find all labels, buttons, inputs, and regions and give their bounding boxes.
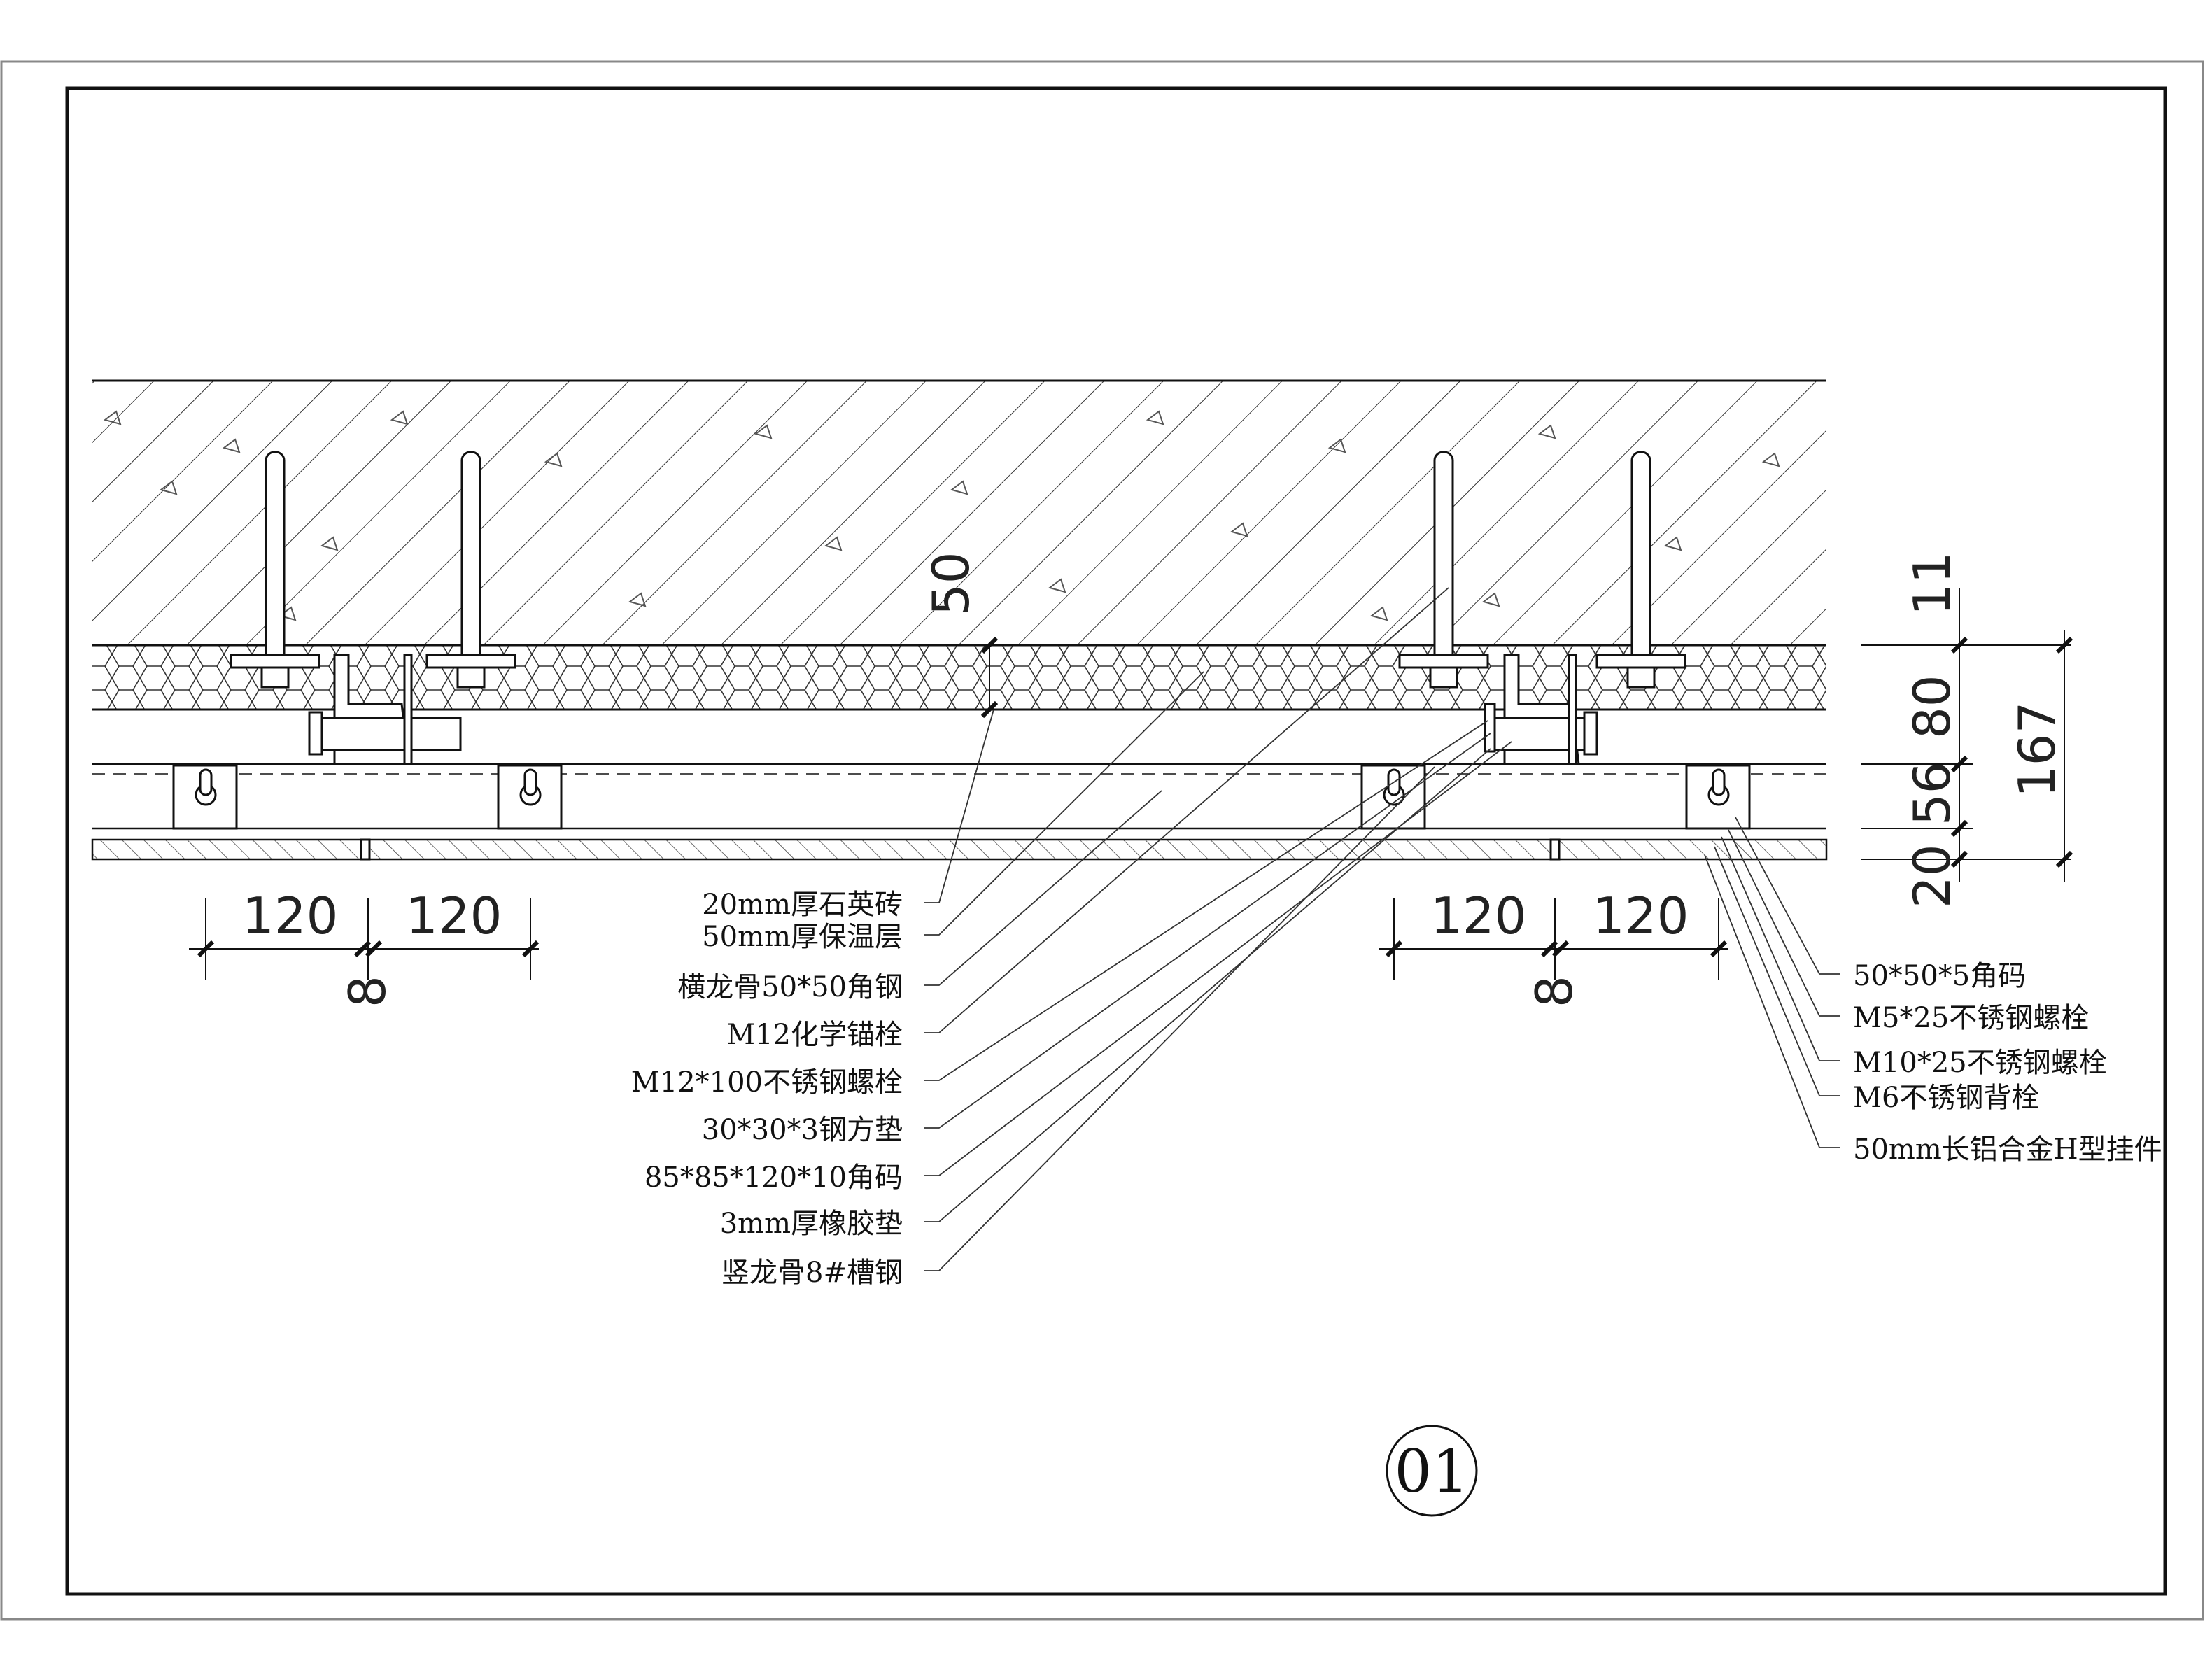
left-leaders [924,587,1512,1271]
label-steel-washer: 30*30*3钢方垫 [702,1114,903,1146]
dim-left-2: 120 [406,887,502,945]
vertical-dimension-chain [1861,588,2073,882]
dim-right-2: 120 [1593,887,1689,945]
dim-marker-left: 8 [338,975,397,1008]
detail-number: 01 [1395,1437,1470,1506]
right-leaders [1704,817,1840,1148]
label-m6-back-bolt: M6不锈钢背栓 [1853,1082,2039,1114]
dim-right-1: 120 [1430,887,1526,945]
dim-marker-right: 8 [1525,975,1584,1008]
label-chemical-anchor: M12化学锚栓 [726,1019,903,1051]
dim-left-1: 120 [242,887,338,945]
label-rubber-pad: 3mm厚橡胶垫 [720,1208,903,1240]
dim-20: 20 [1903,844,1961,908]
quartz-tile-layer [91,838,1828,861]
dim-11: 11 [1903,551,1961,616]
label-m5-bolt: M5*25不锈钢螺栓 [1853,1002,2089,1034]
label-small-angle: 50*50*5角码 [1853,960,2026,992]
label-m12-bolt: M12*100不锈钢螺栓 [631,1066,903,1099]
detail-number-bubble: 01 [1386,1425,1478,1517]
chemical-anchors [230,451,1686,689]
angle-bracket-assemblies [308,654,1598,765]
dim-total-167: 167 [2008,702,2066,798]
horizontal-dimensions [189,898,1728,980]
inner-frame [65,86,2167,1596]
right-labels: 50*50*5角码 M5*25不锈钢螺栓 M10*25不锈钢螺栓 M6不锈钢背栓… [1853,960,2162,1166]
left-labels: 20mm厚石英砖 50mm厚保温层 横龙骨50*50角钢 M12化学锚栓 M12… [631,889,903,1289]
stone-thickness-dim: 50 [922,551,999,719]
label-horizontal-keel: 横龙骨50*50角钢 [677,971,903,1003]
h-pendant-brackets [172,764,1751,861]
label-vertical-keel: 竖龙骨8#槽钢 [721,1257,903,1289]
outer-frame [0,60,2204,1621]
keel-lines [92,763,1826,830]
label-quartz-tile: 20mm厚石英砖 [702,889,903,921]
dim-56: 56 [1903,761,1961,826]
label-h-pendant: 50mm长铝合金H型挂件 [1853,1134,2162,1166]
insulation-layer [92,644,1826,711]
label-insulation: 50mm厚保温层 [702,921,903,953]
label-m10-bolt: M10*25不锈钢螺栓 [1853,1047,2107,1079]
label-angle-bracket: 85*85*120*10角码 [644,1162,903,1194]
dim-80: 80 [1903,675,1961,739]
stone-thickness-label: 50 [922,551,980,616]
concrete-wall [92,379,1826,645]
